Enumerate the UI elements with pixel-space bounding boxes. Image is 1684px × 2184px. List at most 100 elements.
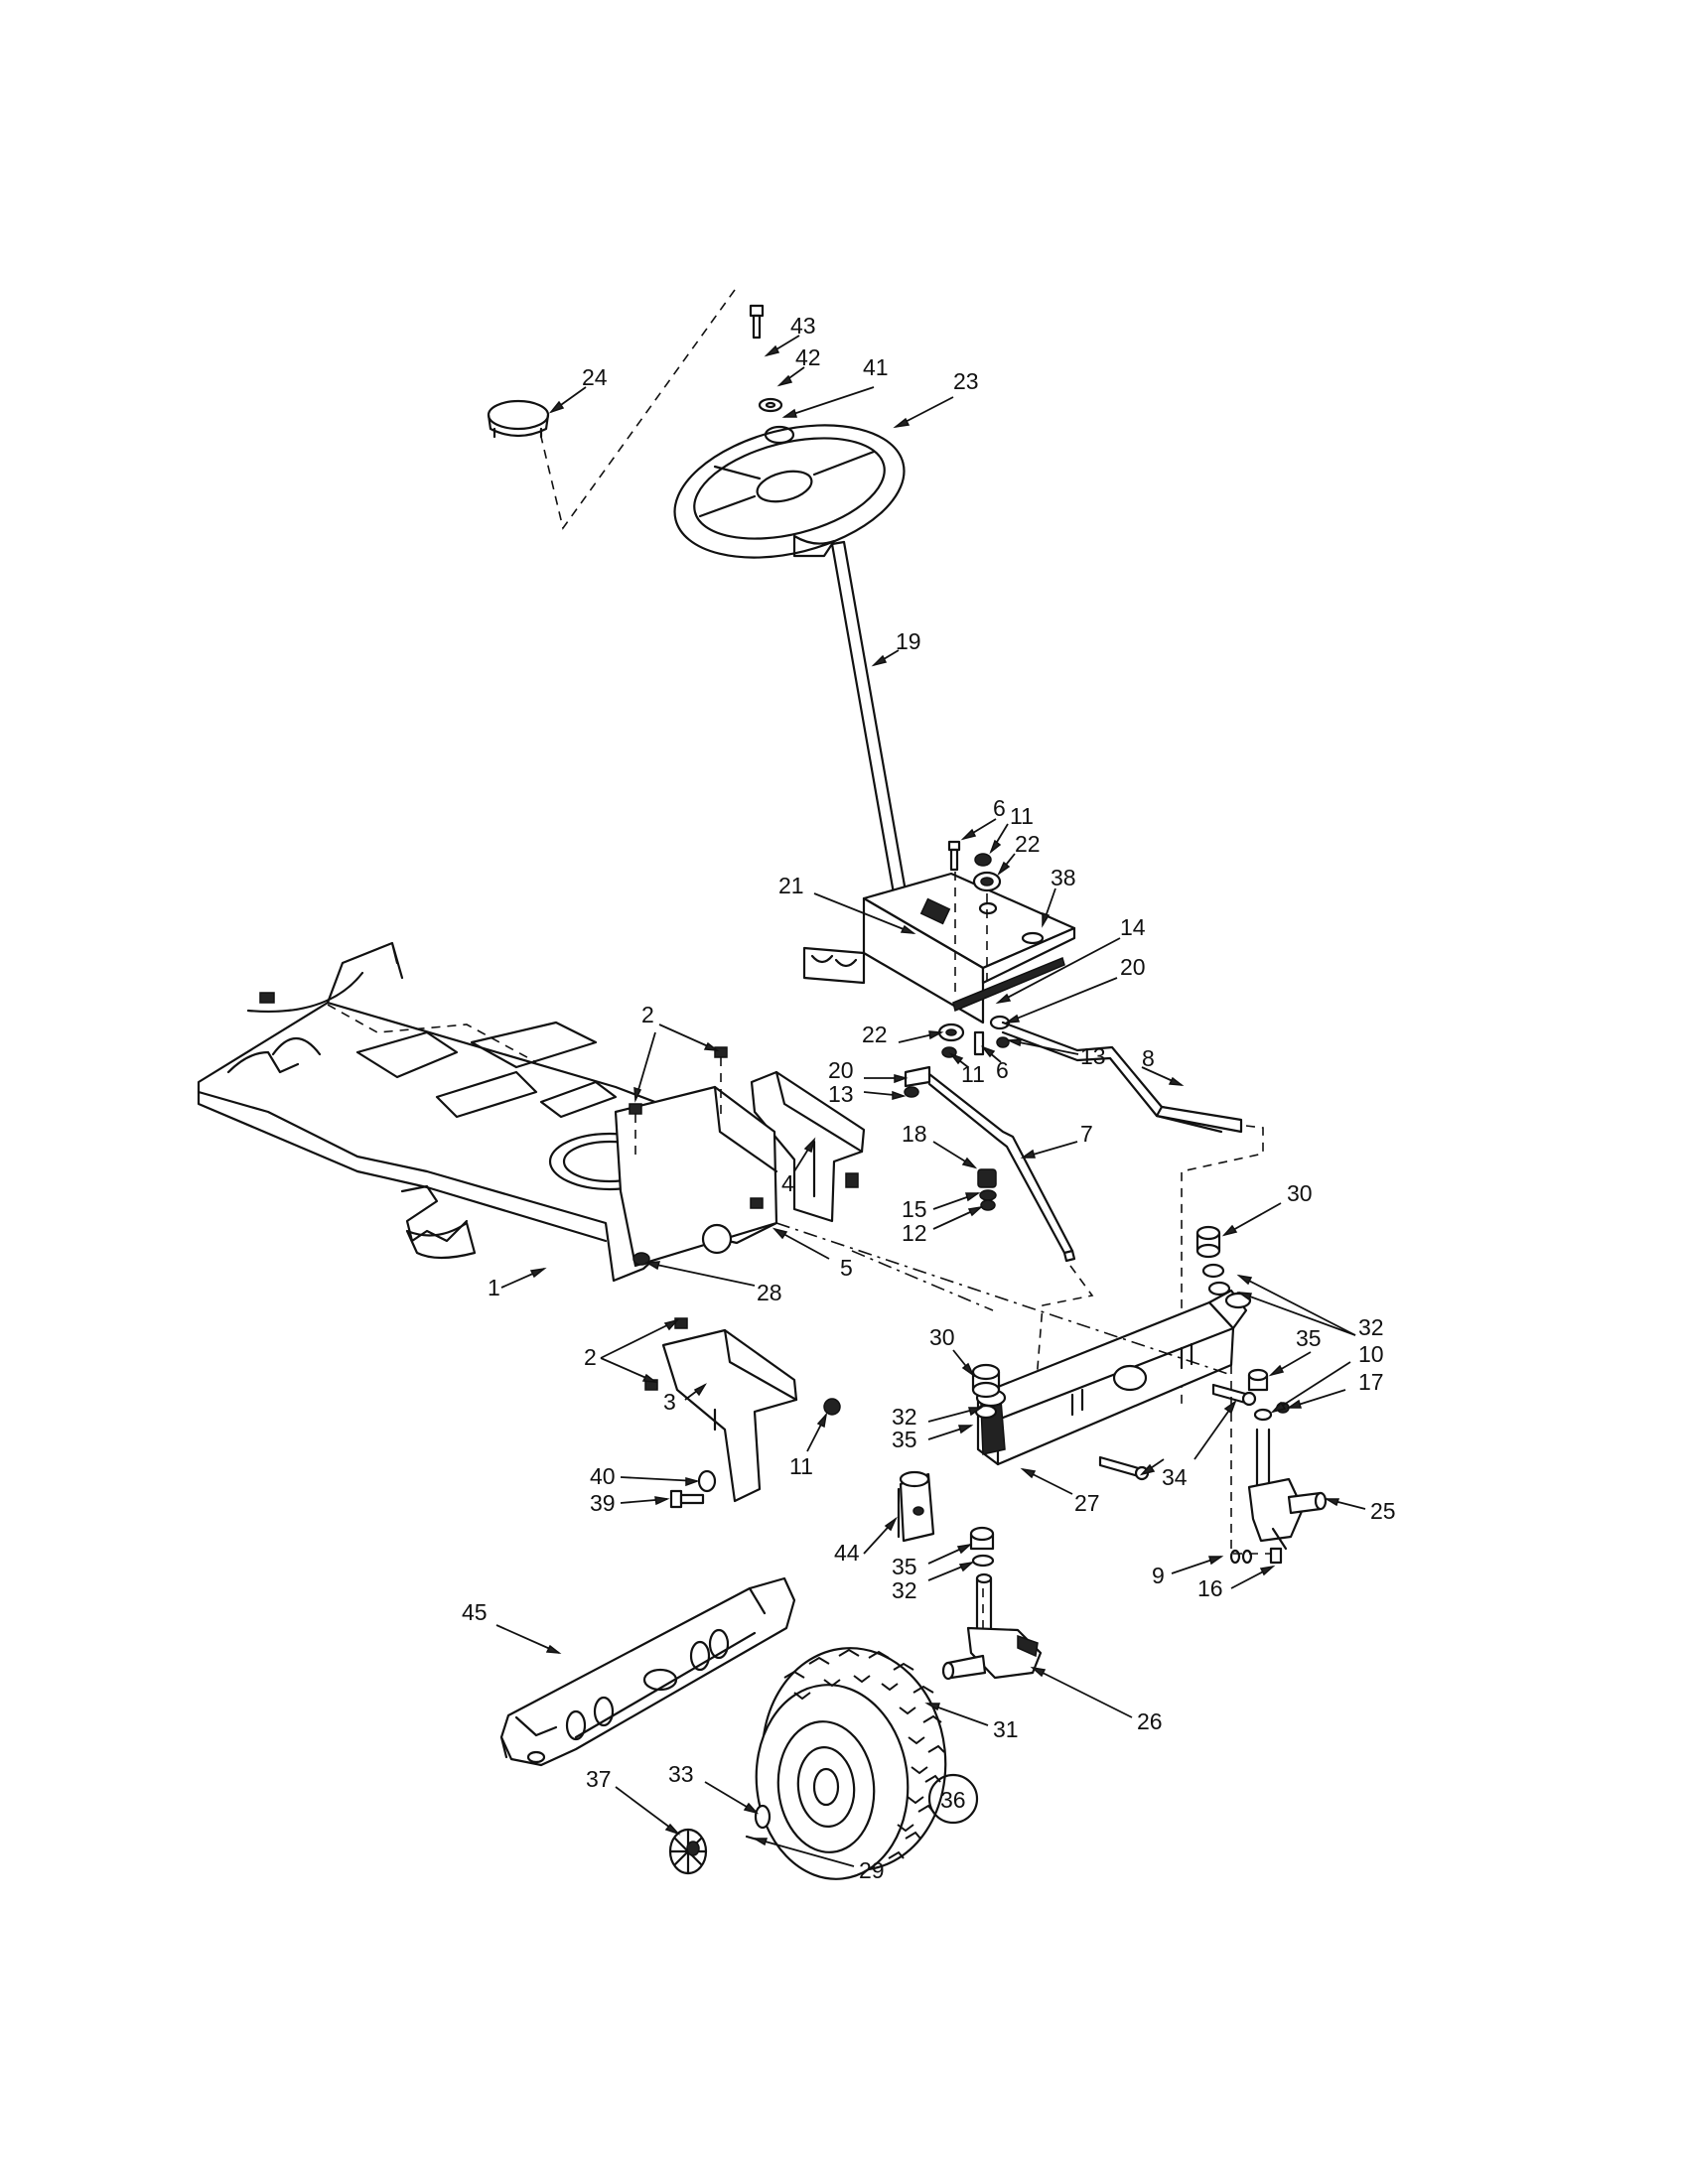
dashed-leader-24 xyxy=(540,289,736,530)
part-33-washer xyxy=(754,1804,772,1830)
callout-24: 24 xyxy=(582,364,608,390)
callout-labels: 43 42 41 23 24 19 6 11 22 21 38 14 20 22… xyxy=(462,313,1396,1883)
part-30-bushing-right xyxy=(1195,1225,1221,1259)
callout-8: 8 xyxy=(1142,1045,1155,1071)
callout-3: 3 xyxy=(663,1389,676,1415)
callout-18: 18 xyxy=(902,1121,927,1147)
dashed-line-7 xyxy=(1032,1265,1094,1431)
dashed-axis-2 xyxy=(634,1057,722,1161)
part-34-bolts xyxy=(1098,1383,1257,1481)
callout-11-bracket: 11 xyxy=(789,1453,813,1479)
center-line-axle xyxy=(775,1222,1232,1376)
part-44-sleeve xyxy=(897,1470,935,1543)
part-42-washer xyxy=(758,397,783,413)
callout-26: 26 xyxy=(1137,1708,1163,1734)
callout-35-center: 35 xyxy=(892,1427,917,1452)
part-7-drag-link xyxy=(927,1072,1076,1263)
callout-27: 27 xyxy=(1074,1490,1100,1516)
callout-30-center: 30 xyxy=(929,1324,955,1350)
part-25-spindle-right xyxy=(1247,1428,1328,1551)
callout-43: 43 xyxy=(790,313,816,339)
part-22-bushing-lower xyxy=(937,1023,965,1042)
callout-36: 36 xyxy=(940,1787,966,1813)
callout-5: 5 xyxy=(840,1255,853,1281)
part-35-bushing-lower xyxy=(969,1526,995,1551)
callout-22-upper: 22 xyxy=(1015,831,1041,857)
callout-21: 21 xyxy=(778,873,804,898)
part-35-bushing-right xyxy=(1247,1368,1269,1392)
part-20-pivot-right xyxy=(989,1015,1011,1048)
part-24-steering-cap xyxy=(487,399,550,439)
callout-6-upper: 6 xyxy=(993,795,1006,821)
callout-14: 14 xyxy=(1120,914,1146,940)
callout-37: 37 xyxy=(586,1766,612,1792)
callout-36-circle xyxy=(927,1773,979,1825)
leader-lines xyxy=(495,335,1366,1867)
part-40-washer xyxy=(697,1469,717,1493)
dashed-axis-38 xyxy=(954,872,988,993)
part-3-bracket xyxy=(644,1317,841,1503)
callout-2-lower: 2 xyxy=(584,1344,597,1370)
part-18-spring xyxy=(977,1168,997,1188)
part-11-nut-upper xyxy=(974,853,992,867)
callout-19: 19 xyxy=(896,628,921,654)
part-14-lower-plate xyxy=(952,956,1065,1013)
part-36-wheel-assembly xyxy=(755,1647,947,1880)
center-line-pivot xyxy=(851,1250,994,1311)
callout-15: 15 xyxy=(902,1196,927,1222)
callout-13-left: 13 xyxy=(828,1081,854,1107)
part-32-washer-right-1 xyxy=(1201,1263,1225,1279)
part-23-steering-wheel xyxy=(673,424,906,559)
callout-29: 29 xyxy=(859,1857,885,1883)
part-32-washer-lower xyxy=(971,1554,995,1568)
part-38-steering-support xyxy=(802,872,1076,1024)
part-16-fitting xyxy=(1269,1547,1283,1565)
callout-38: 38 xyxy=(1051,865,1076,890)
part-6-bolt-upper xyxy=(947,840,961,872)
callout-25: 25 xyxy=(1370,1498,1396,1524)
callout-17: 17 xyxy=(1358,1369,1384,1395)
part-30-bushing-center xyxy=(971,1363,1001,1399)
part-37-hub-cap xyxy=(668,1828,708,1875)
dashed-frame-edge xyxy=(327,1004,537,1063)
callout-6-lower: 6 xyxy=(996,1057,1009,1083)
callout-11-upper: 11 xyxy=(1010,803,1034,829)
callout-23: 23 xyxy=(953,368,979,394)
callout-41: 41 xyxy=(863,354,889,380)
callout-20-left: 20 xyxy=(828,1057,854,1083)
callout-4: 4 xyxy=(781,1170,794,1196)
callout-32-lower: 32 xyxy=(892,1577,917,1603)
callout-32-right: 32 xyxy=(1358,1314,1384,1340)
part-12-nut xyxy=(980,1199,996,1211)
part-22-bushing-upper xyxy=(972,871,1002,892)
part-20-pivot-left xyxy=(904,1065,931,1098)
callout-42: 42 xyxy=(795,344,821,370)
part-6-bolt-lower xyxy=(973,1030,985,1056)
part-39-bolt xyxy=(669,1489,705,1509)
callout-28: 28 xyxy=(757,1280,782,1305)
callout-35-lower: 35 xyxy=(892,1554,917,1579)
callout-44: 44 xyxy=(834,1540,860,1566)
part-26-spindle-left xyxy=(941,1572,1043,1681)
callout-34: 34 xyxy=(1162,1464,1188,1490)
callout-7: 7 xyxy=(1080,1121,1093,1147)
dashed-line-right-spindle xyxy=(1230,1365,1271,1555)
part-28-bolt xyxy=(632,1252,650,1266)
callout-31: 31 xyxy=(993,1716,1019,1742)
callout-30-right: 30 xyxy=(1287,1180,1313,1206)
callout-22-lower: 22 xyxy=(862,1022,888,1047)
callout-2-upper: 2 xyxy=(641,1002,654,1027)
callout-11-lower: 11 xyxy=(961,1061,985,1087)
callout-35-right: 35 xyxy=(1296,1325,1322,1351)
callout-12: 12 xyxy=(902,1220,927,1246)
callout-40: 40 xyxy=(590,1463,616,1489)
part-1-frame xyxy=(197,941,778,1283)
part-8-drag-link xyxy=(1001,1021,1243,1134)
callout-1: 1 xyxy=(488,1275,500,1300)
part-19-steering-shaft xyxy=(830,540,910,917)
callout-45: 45 xyxy=(462,1599,488,1625)
callout-39: 39 xyxy=(590,1490,616,1516)
callout-33: 33 xyxy=(668,1761,694,1787)
part-43-bolt xyxy=(749,304,765,340)
